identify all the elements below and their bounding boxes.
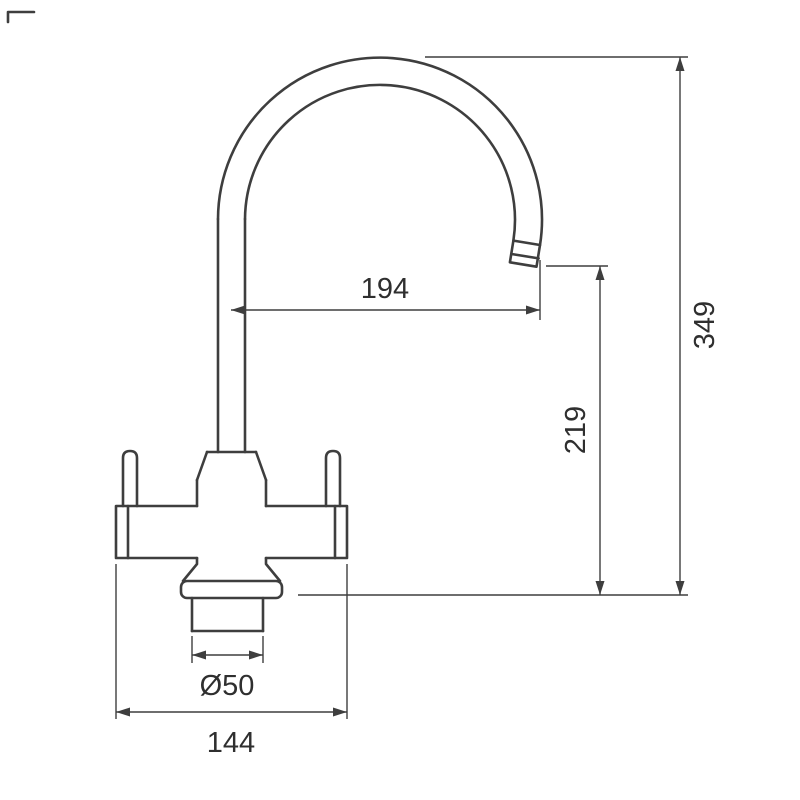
right-lever (324, 449, 342, 508)
dim-label-spout-height: 219 (560, 406, 592, 454)
collar-left-line (195, 450, 209, 482)
dim-194-arrow-left (231, 305, 245, 315)
base-flare-left (181, 556, 199, 583)
faucet-outline (114, 56, 544, 633)
dim-349-arrow-top (675, 57, 685, 71)
right-arm (264, 504, 349, 560)
left-handle (114, 449, 199, 560)
dim-overall-height: 349 (298, 56, 721, 596)
spout-outer-arc (216, 56, 544, 247)
left-arm (114, 504, 199, 560)
dim-spout-reach: 194 (231, 260, 541, 320)
dim-label-base-diameter: Ø50 (200, 670, 255, 702)
dim-50-arrow-left (192, 650, 206, 660)
base (179, 556, 284, 633)
dim-base-diameter: Ø50 (191, 636, 264, 702)
dim-349-arrow-bottom (675, 581, 685, 595)
dim-144-arrow-right (333, 707, 347, 717)
base-flange (179, 579, 284, 600)
collar-right-line (254, 450, 268, 482)
dim-label-overall-width: 144 (207, 727, 255, 759)
dim-label-spout-reach: 194 (361, 273, 409, 305)
dim-194-arrow-right (526, 305, 540, 315)
right-handle (264, 449, 349, 560)
body-collar (195, 450, 268, 482)
dim-overall-width: 144 (115, 564, 348, 759)
nozzle-seam-line (510, 252, 540, 260)
left-lever (121, 449, 139, 508)
dim-spout-height: 219 (546, 265, 608, 595)
dim-144-arrow-left (116, 707, 130, 717)
dim-219-arrow-top (595, 266, 605, 280)
dim-label-overall-height: 349 (689, 301, 721, 349)
base-flare-right (264, 556, 282, 583)
spout-curve (216, 56, 544, 454)
spout-inner-arc (243, 83, 517, 242)
dim-50-arrow-right (249, 650, 263, 660)
body-center (195, 478, 268, 508)
dim-219-arrow-bottom (595, 581, 605, 595)
corner-mark (6, 10, 36, 24)
